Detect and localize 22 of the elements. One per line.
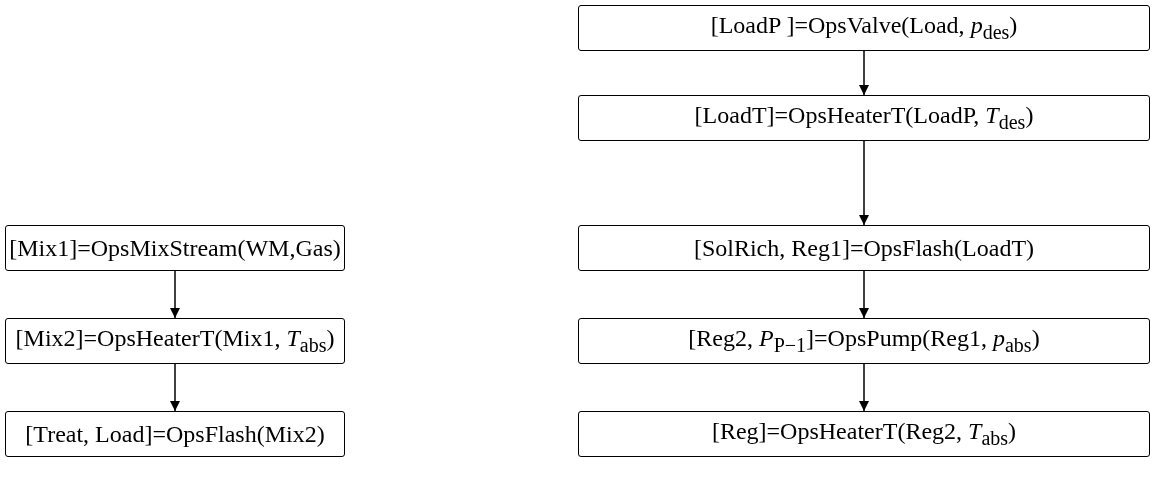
function-call-text: [Mix1]=OpsMixStream(WM,Gas) — [9, 234, 341, 262]
function-call-text: [Reg]=OpsHeaterT(Reg2, T$_{abs}$) — [711, 418, 1017, 450]
process-box — [578, 225, 1150, 271]
function-call-text: [Mix2]=OpsHeaterT(Mix1, T$_{abs}$) — [15, 325, 335, 357]
function-call-text: [SolRich, Reg1]=OpsFlash(LoadT) — [693, 234, 1035, 262]
process-box — [5, 225, 345, 271]
arrow — [858, 363, 870, 412]
process-box — [578, 318, 1150, 364]
function-call-text: [Reg2, P$_{P−1}$]=OpsPump(Reg1, p$_{abs}$) — [688, 325, 1040, 357]
process-box — [578, 411, 1150, 457]
function-call-text: [LoadT]=OpsHeaterT(LoadP, T$_{des}$) — [694, 102, 1034, 134]
process-box — [578, 95, 1150, 141]
arrow — [858, 270, 870, 319]
arrow — [169, 270, 181, 319]
function-call-text: [LoadP ]=OpsValve(Load, p$_{des}$) — [710, 12, 1018, 44]
function-call-text: [Treat, Load]=OpsFlash(Mix2) — [25, 420, 325, 448]
process-box — [5, 411, 345, 457]
arrow — [858, 140, 870, 226]
process-box — [578, 5, 1150, 51]
process-box — [5, 318, 345, 364]
arrow — [169, 363, 181, 412]
arrow — [858, 50, 870, 96]
